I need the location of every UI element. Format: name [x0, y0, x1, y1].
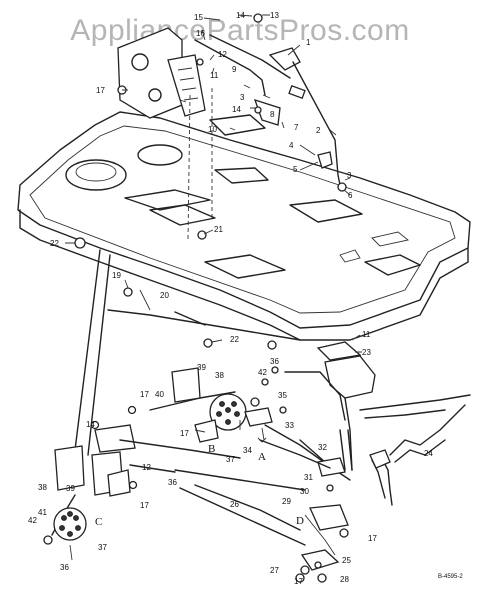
callout-letter-b: B	[208, 443, 215, 455]
part-label-39: 39	[197, 363, 206, 372]
part-label-12: 12	[218, 50, 227, 59]
figure-code: B-4595-2	[438, 574, 463, 580]
part-label-14: 14	[86, 420, 95, 429]
callout-letter-d: D	[296, 515, 304, 527]
callout-letter-c: C	[95, 516, 102, 528]
part-label-19: 19	[112, 271, 121, 280]
part-label-4: 4	[289, 141, 294, 150]
callout-letter-a: A	[258, 451, 266, 463]
part-label-11: 11	[210, 71, 219, 80]
part-label-17: 17	[96, 86, 105, 95]
part-label-17: 17	[294, 577, 303, 586]
part-label-32: 32	[318, 443, 327, 452]
part-label-5: 5	[293, 165, 298, 174]
part-label-39: 39	[66, 484, 75, 493]
part-label-12: 12	[142, 463, 151, 472]
part-label-17: 17	[140, 501, 149, 510]
part-label-20: 20	[160, 291, 169, 300]
part-label-17: 17	[368, 534, 377, 543]
part-label-23: 23	[362, 348, 371, 357]
part-label-34: 34	[243, 446, 252, 455]
part-label-37: 37	[98, 543, 107, 552]
part-label-17: 17	[180, 429, 189, 438]
part-label-36: 36	[60, 563, 69, 572]
part-label-25: 25	[342, 556, 351, 565]
part-label-13: 13	[270, 11, 279, 20]
part-label-37: 37	[226, 455, 235, 464]
part-label-38: 38	[215, 371, 224, 380]
part-label-3: 3	[347, 171, 352, 180]
part-label-22: 22	[230, 335, 239, 344]
part-label-15: 15	[194, 13, 203, 22]
part-label-21: 21	[214, 225, 223, 234]
part-label-16: 16	[196, 29, 205, 38]
part-label-11: 11	[362, 330, 371, 339]
part-label-14: 14	[236, 11, 245, 20]
part-label-22: 22	[50, 239, 59, 248]
part-label-9: 9	[232, 65, 237, 74]
part-label-28: 28	[340, 575, 349, 584]
part-label-31: 31	[304, 473, 313, 482]
left-brackets	[43, 249, 241, 561]
part-label-10: 10	[208, 125, 217, 134]
part-label-17: 17	[140, 390, 149, 399]
upper-bracket-assembly	[117, 13, 347, 241]
callout-letters: A B C D	[95, 443, 304, 528]
part-label-38: 38	[38, 483, 47, 492]
part-label-41: 41	[38, 508, 47, 517]
part-label-35: 35	[278, 391, 287, 400]
part-label-36: 36	[168, 478, 177, 487]
part-label-8: 8	[270, 110, 275, 119]
part-labels: 15 14 13 16 12 11 17 9 8 1 3 14 10 7 2 4…	[28, 11, 433, 586]
deck-frame	[17, 111, 471, 341]
part-label-33: 33	[285, 421, 294, 430]
part-label-6: 6	[348, 191, 353, 200]
leader-lines	[65, 14, 362, 433]
part-label-14: 14	[232, 105, 241, 114]
part-label-42: 42	[28, 516, 37, 525]
part-label-30: 30	[300, 487, 309, 496]
part-label-1: 1	[306, 38, 311, 47]
part-label-40: 40	[155, 390, 164, 399]
part-label-24: 24	[424, 449, 433, 458]
part-label-2: 2	[316, 126, 321, 135]
part-label-7: 7	[294, 123, 299, 132]
part-label-27: 27	[270, 566, 279, 575]
part-label-26: 26	[230, 500, 239, 509]
center-assembly	[149, 366, 353, 481]
long-rods	[174, 439, 331, 546]
part-label-29: 29	[282, 497, 291, 506]
bottom-cluster	[295, 549, 340, 583]
part-label-3: 3	[240, 93, 245, 102]
right-lever	[304, 394, 471, 556]
part-label-42: 42	[258, 368, 267, 377]
part-label-36: 36	[270, 357, 279, 366]
